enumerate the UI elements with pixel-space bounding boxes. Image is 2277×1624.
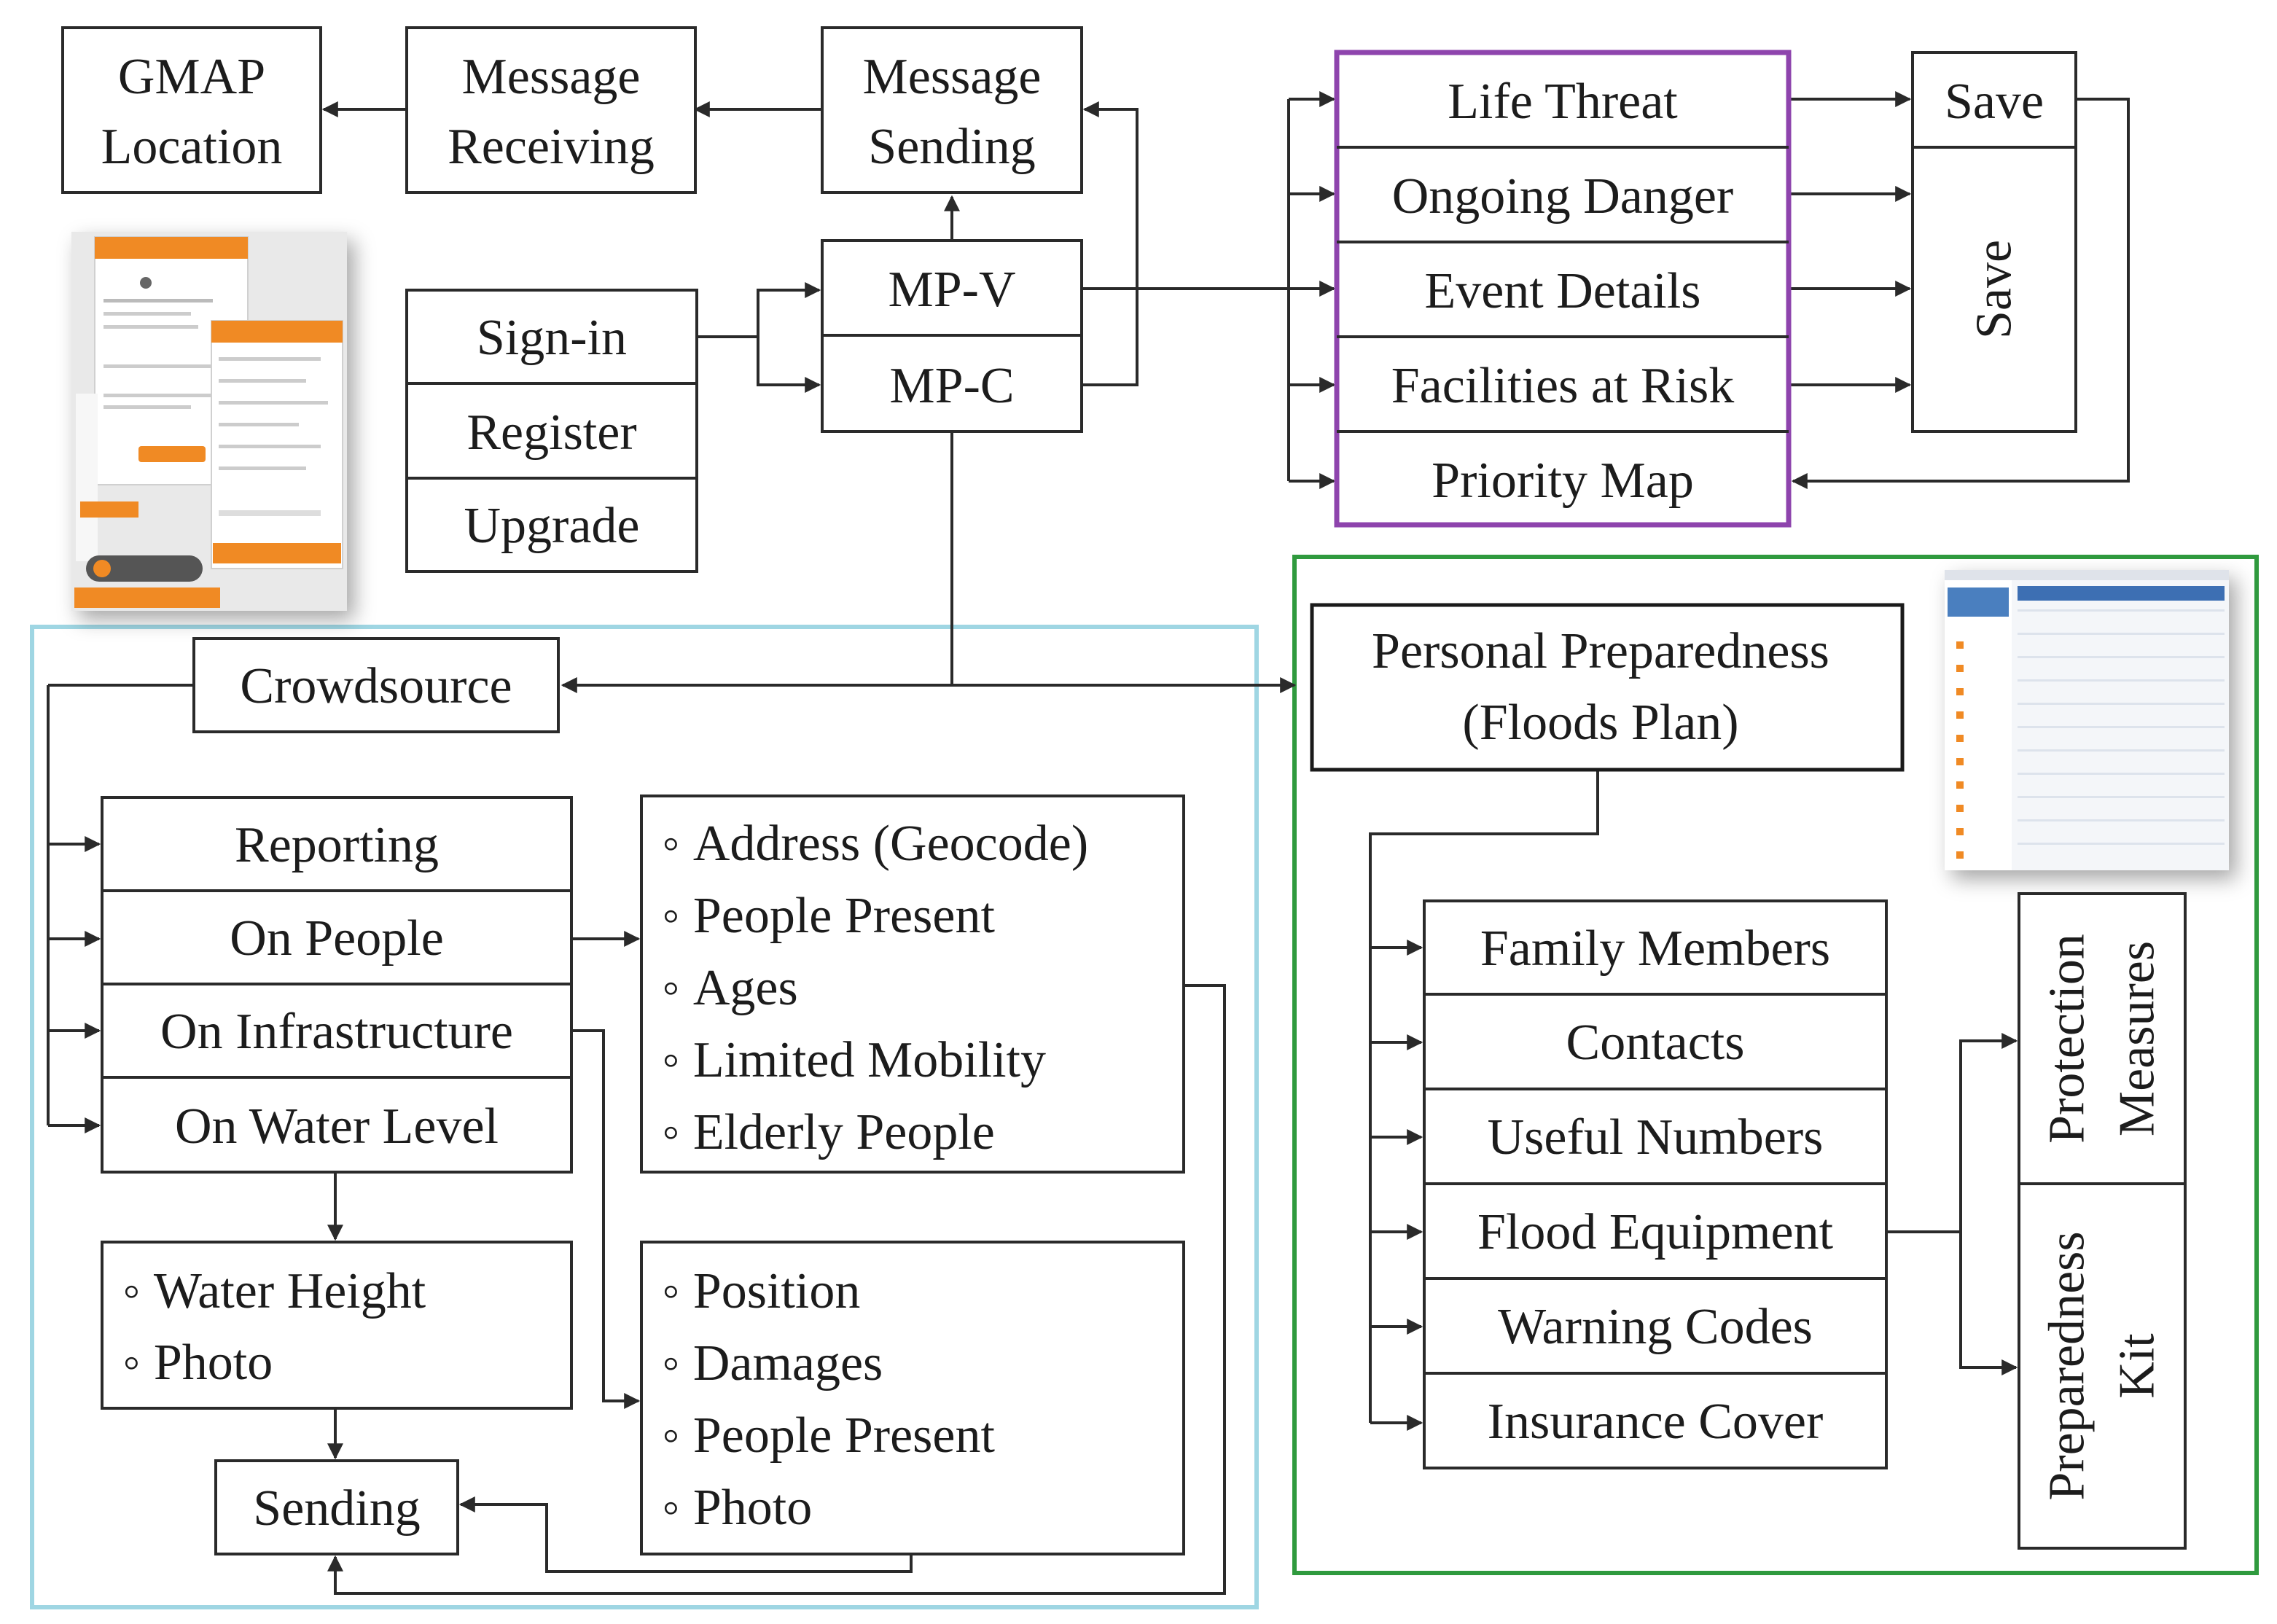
desktop-app-screenshot [1945,570,2229,870]
bullet-glyph: ◦ [122,1335,141,1391]
register-label: Register [466,405,636,461]
preparedness-kit-line1: Preparedness [2039,1231,2096,1500]
bullet-glyph: ◦ [662,1104,680,1160]
crowdsource-box: Crowdsource [192,637,560,733]
gmap-location-box: GMAP Location [61,26,322,194]
on-infrastructure-label: On Infrastructure [160,1004,513,1060]
facilities-at-risk-label: Facilities at Risk [1391,358,1735,414]
message-sending-line1: Message [863,49,1042,105]
water-fields-box: ◦Water Height ◦Photo [101,1241,573,1410]
crowdsource-title: Crowdsource [240,658,512,714]
life-threat-label: Life Threat [1448,74,1678,130]
ongoing-danger-label: Ongoing Danger [1392,168,1734,225]
gmap-label-line2: Location [101,119,283,175]
water-field: ◦Photo [122,1335,273,1391]
sending-box: Sending [214,1459,459,1555]
save-stack: Save Save [1911,51,2077,433]
situation-stack: Life Threat Ongoing Danger Event Details… [1334,50,1792,528]
gmap-label-line1: GMAP [118,49,265,105]
save-side-label: Save [1966,240,2023,339]
bullet-glyph: ◦ [662,1408,680,1464]
crowdsource-frame [30,625,1259,1609]
upgrade-label: Upgrade [464,498,639,554]
save-top-label: Save [1945,74,2044,130]
insurance-cover-label: Insurance Cover [1488,1394,1824,1450]
bullet-glyph: ◦ [122,1263,141,1319]
mp-v-label: MP-V [888,262,1015,318]
message-receiving-line2: Receiving [448,119,655,175]
protection-measures-line2: Measures [2109,941,2165,1136]
mode-stack: MP-V MP-C [821,239,1083,433]
on-people-label: On People [230,910,444,967]
personal-preparedness-box: Personal Preparedness (Floods Plan) [1310,603,1905,772]
priority-map-label: Priority Map [1432,453,1694,509]
people-field: ◦Elderly People [662,1104,995,1160]
event-details-label: Event Details [1424,263,1700,319]
preparedness-items-stack: Family Members Contacts Useful Numbers F… [1423,899,1888,1469]
protection-measures-line1: Protection [2039,934,2096,1144]
bullet-glyph: ◦ [662,1263,680,1319]
sending-label: Sending [253,1480,420,1537]
sign-in-label: Sign-in [477,310,627,366]
on-water-level-label: On Water Level [175,1098,499,1155]
preparedness-kit-line2: Kit [2109,1333,2165,1399]
infrastructure-fields-box: ◦Position ◦Damages ◦People Present ◦Phot… [640,1241,1185,1555]
contacts-label: Contacts [1566,1015,1745,1071]
people-field: ◦Address (Geocode) [662,816,1088,872]
mobile-app-screenshot [71,232,347,611]
infrastructure-field: ◦Damages [662,1335,883,1391]
bullet-glyph: ◦ [662,1032,680,1088]
message-receiving-line1: Message [462,49,641,105]
infrastructure-field: ◦Position [662,1263,860,1319]
infrastructure-field: ◦People Present [662,1408,995,1464]
infrastructure-field: ◦Photo [662,1480,812,1536]
people-fields-box: ◦Address (Geocode) ◦People Present ◦Ages… [640,795,1185,1174]
flood-equipment-label: Flood Equipment [1477,1204,1834,1260]
preparedness-title-line1: Personal Preparedness [1372,623,1829,679]
warning-codes-label: Warning Codes [1498,1299,1813,1355]
preparedness-title-line2: (Floods Plan) [1462,695,1738,751]
people-field: ◦Limited Mobility [662,1032,1046,1088]
water-field: ◦Water Height [122,1263,426,1319]
connectors [47,91,2130,1595]
mp-c-label: MP-C [889,358,1014,414]
bullet-glyph: ◦ [662,1335,680,1391]
message-sending-box: Message Sending [821,26,1083,194]
bullet-glyph: ◦ [662,960,680,1016]
situation-frame [1334,50,1792,528]
message-receiving-box: Message Receiving [405,26,697,194]
family-members-label: Family Members [1480,921,1830,977]
preparedness-frame [1292,555,2259,1575]
message-sending-line2: Sending [868,119,1035,175]
protection-kit-stack: Protection Measures Preparedness Kit [2018,892,2187,1550]
people-field: ◦People Present [662,888,995,944]
bullet-glyph: ◦ [662,816,680,872]
reporting-label: Reporting [235,817,439,873]
auth-stack: Sign-in Register Upgrade [405,289,698,573]
report-types-stack: Reporting On People On Infrastructure On… [101,796,573,1174]
bullet-glyph: ◦ [662,1480,680,1536]
bullet-glyph: ◦ [662,888,680,944]
people-field: ◦Ages [662,960,798,1016]
useful-numbers-label: Useful Numbers [1488,1109,1824,1166]
